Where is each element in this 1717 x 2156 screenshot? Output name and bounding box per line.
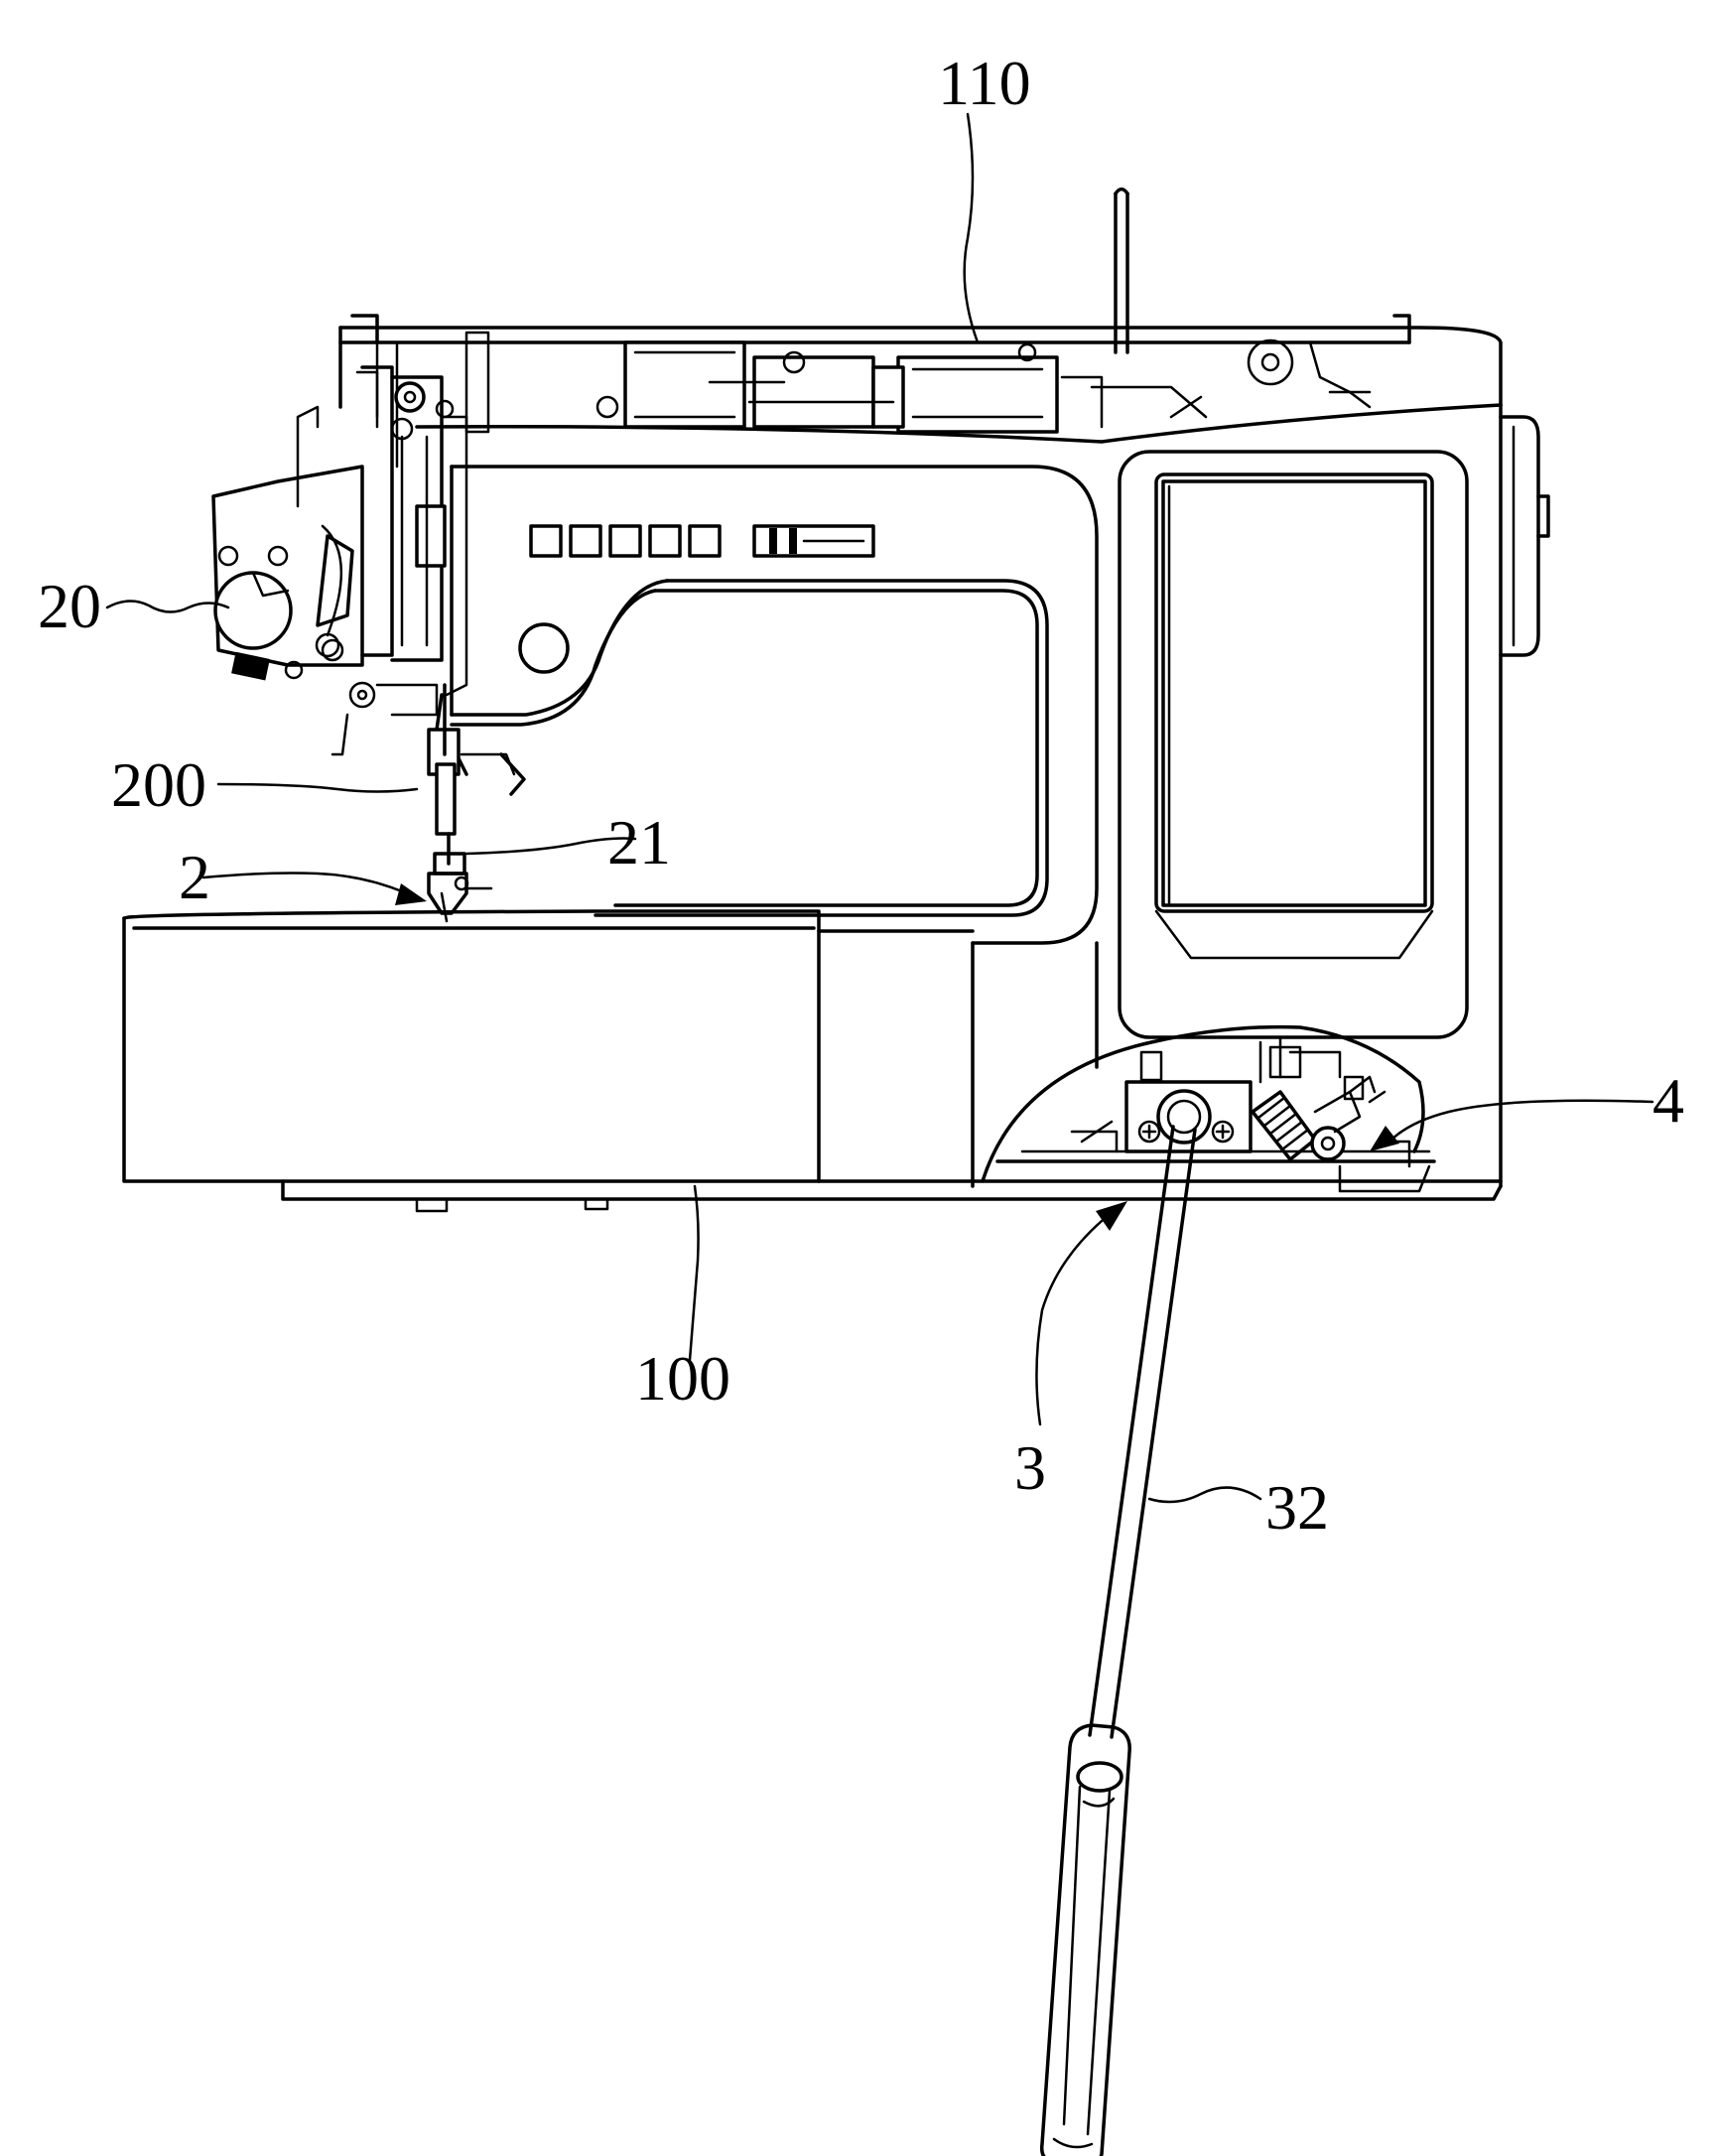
leader-3 [1036,1221,1102,1424]
label-3: 3 [1014,1432,1046,1503]
label-100: 100 [635,1343,730,1414]
machine-arm [417,405,1548,1186]
leader-100 [690,1186,699,1360]
leader-2 [203,874,402,892]
needle-mechanism [213,367,524,921]
label-32: 32 [1265,1472,1329,1543]
label-200: 200 [111,749,206,820]
leader-lines [107,114,1652,1502]
leader-110 [965,114,978,342]
leader-32 [1149,1488,1260,1502]
label-20: 20 [38,571,101,641]
label-2: 2 [179,842,210,912]
reference-numerals: 110 20 200 21 2 4 100 3 32 [38,48,1684,1543]
knee-lifter-mechanism [983,1027,1434,1191]
leader-4 [1389,1101,1652,1142]
leader-200 [218,784,417,792]
bed [124,911,1501,1211]
knee-lifter-bar [1042,1127,1195,2156]
label-21: 21 [607,807,671,877]
arrow-3 [1096,1201,1127,1231]
label-4: 4 [1652,1065,1684,1136]
label-110: 110 [938,48,1031,118]
leader-20 [107,601,228,611]
arrow-2 [395,883,427,905]
arrow-4 [1370,1126,1399,1151]
